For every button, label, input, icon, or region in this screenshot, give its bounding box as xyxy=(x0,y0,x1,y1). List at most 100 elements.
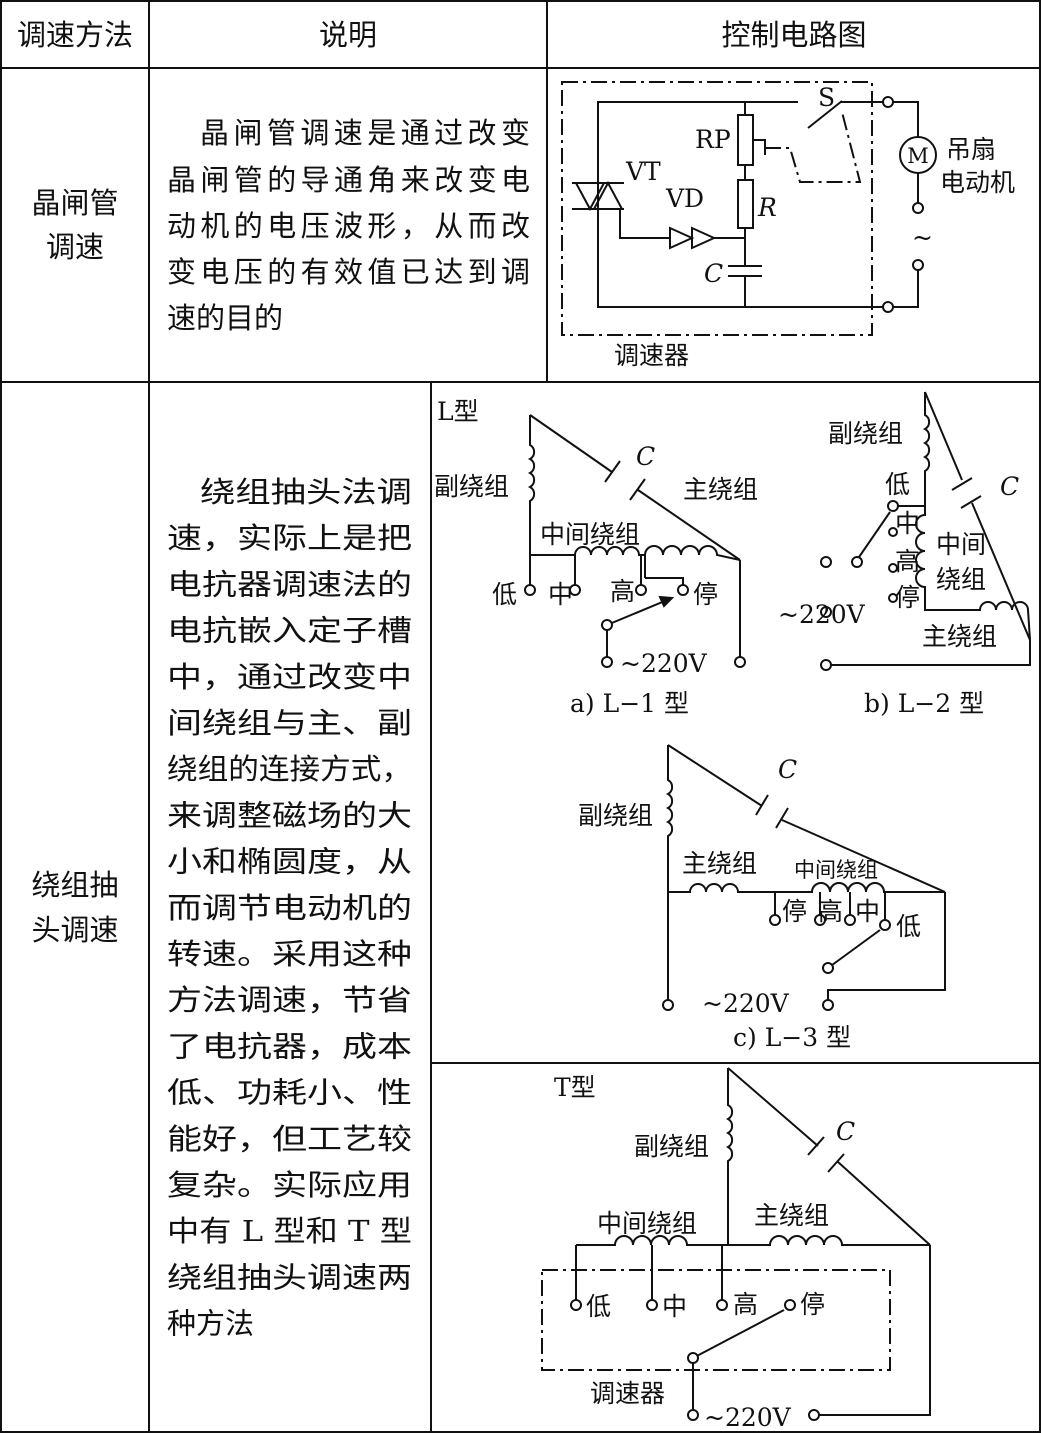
desc-line: 了电抗器，成本 xyxy=(167,1029,412,1063)
label-high: 高 xyxy=(895,547,920,576)
diode-vd-icon xyxy=(669,226,745,250)
label-c: C xyxy=(778,755,797,784)
label-s: S xyxy=(818,83,835,112)
mid-main-coils xyxy=(530,545,741,561)
label-low: 低 xyxy=(885,470,910,499)
desc-line: 晶闸管调速是通过改变 xyxy=(200,116,530,150)
desc-line: 间绕组与主、副 xyxy=(167,706,412,740)
desc-line: 低、功耗小、性 xyxy=(167,1076,412,1110)
label-aux: 副绕组 xyxy=(578,801,653,830)
desc-line: 种方法 xyxy=(167,1307,254,1341)
label-main: 主绕组 xyxy=(682,849,757,878)
label-ac: ~ xyxy=(912,223,933,252)
label-aux: 副绕组 xyxy=(634,1132,709,1161)
label-c: C xyxy=(704,259,723,288)
label-mid: 中间绕组 xyxy=(794,858,878,882)
diagram-l3: 副绕组 C 主绕组 中间绕组 停 高 中 低 ~220V c) L−3 型 xyxy=(578,744,946,1052)
controller-box xyxy=(561,81,873,336)
label-mid-1: 中间 xyxy=(936,530,986,559)
triac-vt-icon xyxy=(572,180,670,239)
label-controller: 调速器 xyxy=(590,1379,665,1408)
label-voltage: ~220V xyxy=(620,649,708,678)
desc-line: 绕组抽头调速两 xyxy=(167,1260,412,1294)
label-low: 低 xyxy=(492,580,517,609)
row2-method-line2: 头调速 xyxy=(31,913,118,947)
switch-s xyxy=(807,100,843,129)
mid-main-coils xyxy=(576,1235,930,1246)
desc-line: 晶闸管的导通角来改变电 xyxy=(167,163,530,197)
desc-line: 小和椭圆度，从 xyxy=(167,845,412,879)
label-medium: 中 xyxy=(855,897,880,926)
diagram-l2: 副绕组 C 低 中 高 停 中间 绕组 ~220V 主绕组 b) L−2 型 xyxy=(778,391,1031,718)
row1-method-line2: 调速 xyxy=(46,230,104,264)
controller-box xyxy=(541,1269,891,1371)
label-mid: 中间绕组 xyxy=(540,520,640,549)
desc-line: 动机的电压波形，从而改 xyxy=(167,209,530,243)
label-motor: M xyxy=(907,144,929,168)
label-controller: 调速器 xyxy=(614,341,689,370)
coils xyxy=(915,392,1031,641)
desc-line: 转速。采用这种 xyxy=(167,937,412,971)
label-aux: 副绕组 xyxy=(828,419,903,448)
header-method: 调速方法 xyxy=(17,18,133,52)
label-motor-name: 电动机 xyxy=(940,168,1015,197)
desc-line: 方法调速，节省 xyxy=(167,983,412,1017)
label-rp: RP xyxy=(695,125,731,154)
label-vd: VD xyxy=(665,184,704,213)
label-c: C xyxy=(836,1117,855,1146)
desc-line: 绕组的连接方式， xyxy=(167,752,412,786)
label-mid: 中间绕组 xyxy=(597,1209,697,1238)
label-voltage: ~220V xyxy=(778,600,866,629)
row1-description: 晶闸管调速是通过改变 晶闸管的导通角来改变电 动机的电压波形，从而改 变电压的有… xyxy=(167,116,530,335)
label-vt: VT xyxy=(625,157,661,186)
desc-line: 能好，但工艺较 xyxy=(167,1122,412,1156)
row2-description: 绕组抽头法调速，实际上是把电抗器调速法的电抗嵌入定子槽中，通过改变中间绕组与主、… xyxy=(167,475,412,1341)
row1-method-line1: 晶闸管 xyxy=(31,186,118,220)
desc-line: 速，实际上是把 xyxy=(167,521,412,555)
desc-line: 绕组抽头法调 xyxy=(200,475,412,509)
caption-l3: c) L−3 型 xyxy=(733,1023,851,1052)
label-mid-2: 绕组 xyxy=(936,565,986,594)
label-medium: 中 xyxy=(895,509,920,538)
row2-method-line1: 绕组抽 xyxy=(31,868,118,902)
desc-line: 电抗嵌入定子槽 xyxy=(167,614,412,648)
diagram-l1: L型 副绕组 C 主绕组 中间绕组 低 中 高 停 ~220V a) L−1 型 xyxy=(434,397,758,718)
caption-l2: b) L−2 型 xyxy=(864,689,984,718)
resistor-rp xyxy=(737,114,754,166)
label-stop: 停 xyxy=(782,897,807,926)
l-type-title: L型 xyxy=(437,397,479,426)
desc-line: 中，通过改变中 xyxy=(167,660,412,694)
label-r: R xyxy=(757,193,777,222)
desc-line: 复杂。实际应用 xyxy=(167,1168,412,1202)
label-main: 主绕组 xyxy=(683,475,758,504)
desc-line: 中有 L 型和 T 型 xyxy=(167,1214,412,1248)
resistor-r xyxy=(737,179,754,229)
label-high: 高 xyxy=(610,577,635,606)
label-low: 低 xyxy=(896,912,921,941)
desc-line: 而调节电动机的 xyxy=(167,891,412,925)
thyristor-circuit-diagram: S RP VT VD R C M 吊扇 电动机 ~ 调速器 xyxy=(561,81,1015,370)
label-stop: 停 xyxy=(800,1290,825,1319)
label-fan: 吊扇 xyxy=(946,135,996,164)
label-main: 主绕组 xyxy=(922,622,997,651)
label-c: C xyxy=(1000,472,1019,501)
label-voltage: ~220V xyxy=(704,1403,792,1432)
coils xyxy=(665,745,945,893)
label-low: 低 xyxy=(586,1292,611,1321)
desc-line: 电抗器调速法的 xyxy=(167,567,412,601)
desc-line: 来调整磁场的大 xyxy=(167,798,412,832)
label-high: 高 xyxy=(733,1290,758,1319)
header-diagram: 控制电路图 xyxy=(721,18,866,52)
label-voltage: ~220V xyxy=(702,989,790,1018)
diagram-t: T型 副绕组 C 中间绕组 主绕组 低 中 高 停 调速器 ~220V xyxy=(541,1067,931,1432)
desc-line: 变电压的有效值已达到调 xyxy=(167,255,530,289)
label-stop: 停 xyxy=(693,580,718,609)
label-main: 主绕组 xyxy=(754,1201,829,1230)
t-type-title: T型 xyxy=(554,1073,596,1102)
label-aux: 副绕组 xyxy=(434,472,509,501)
label-c: C xyxy=(636,442,655,471)
header-description: 说明 xyxy=(319,18,377,52)
label-medium: 中 xyxy=(662,1292,687,1321)
